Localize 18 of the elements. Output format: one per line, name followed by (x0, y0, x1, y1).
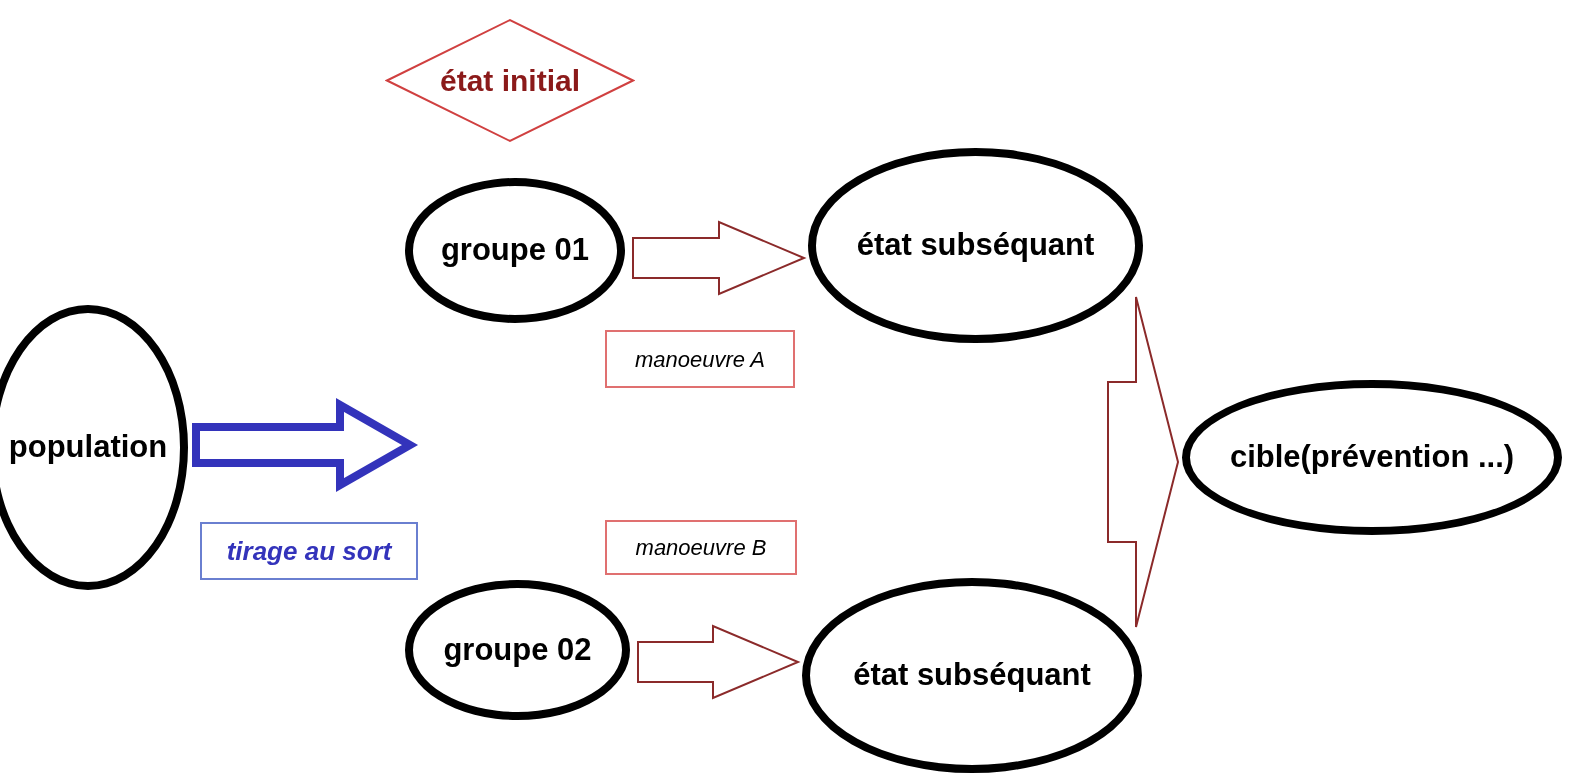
node-label: groupe 01 (440, 231, 590, 270)
node-label: état initial (440, 63, 580, 99)
block-arrow (637, 624, 801, 700)
block-arrow (192, 398, 419, 492)
label-box (605, 330, 795, 388)
node-label: groupe 02 (443, 630, 592, 669)
node-label: tirage au sort (226, 534, 392, 568)
node-label: état subséquant (856, 226, 1095, 265)
block-arrow (632, 220, 807, 296)
decision-diamond (385, 18, 635, 143)
node-label: manoeuvre B (635, 534, 767, 562)
label-box (605, 520, 797, 575)
node-label: manoeuvre A (634, 345, 765, 374)
block-arrow (1107, 296, 1180, 628)
node-label: cible(prévention ...) (1229, 438, 1515, 477)
node-label: population (8, 428, 168, 467)
label-box (200, 522, 418, 580)
node-label: état subséquant (853, 656, 1091, 695)
